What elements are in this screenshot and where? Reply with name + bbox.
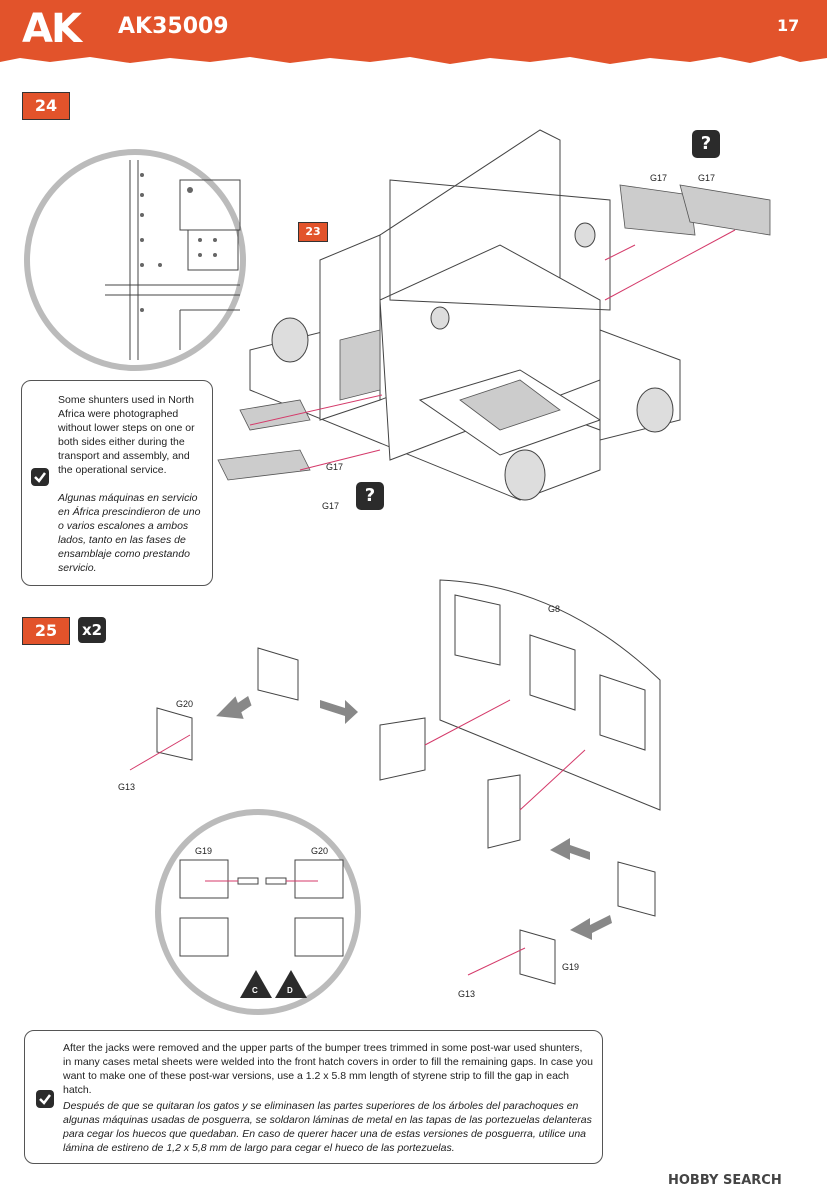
watermark: HOBBY SEARCH bbox=[668, 1173, 782, 1188]
page-number: 17 bbox=[777, 16, 800, 35]
part-label-g8: G8 bbox=[548, 604, 561, 614]
bottom-note-es: Después de que se quitaran los gatos y s… bbox=[63, 1100, 592, 1154]
part-label-g13: G13 bbox=[118, 782, 136, 792]
question-icon: ? bbox=[700, 133, 712, 154]
part-label-g13: G13 bbox=[458, 989, 476, 999]
part-label: G17 bbox=[698, 173, 716, 183]
product-code: AK35009 bbox=[118, 14, 229, 39]
triangle-c-icon bbox=[240, 970, 272, 998]
checkmark-icon bbox=[31, 468, 49, 486]
part-label-g20: G20 bbox=[176, 699, 194, 709]
part-label: G17 bbox=[326, 462, 344, 472]
brand-logo: AK bbox=[22, 6, 82, 52]
bottom-note: After the jacks were removed and the upp… bbox=[24, 1030, 603, 1164]
question-icon bbox=[356, 482, 384, 510]
checkmark-icon bbox=[36, 1090, 54, 1108]
part-label-g19: G19 bbox=[562, 962, 580, 972]
step-25-badge: 25 bbox=[22, 617, 70, 645]
triangle-d-label: D bbox=[287, 986, 293, 995]
detail-label-g20: G20 bbox=[311, 846, 329, 856]
step-24-note: Some shunters used in North Africa were … bbox=[21, 380, 213, 586]
note-text-es: Algunas máquinas en servicio en África p… bbox=[58, 492, 201, 574]
ref-step-badge: 23 bbox=[298, 222, 328, 242]
bottom-note-en: After the jacks were removed and the upp… bbox=[63, 1042, 593, 1096]
question-icon bbox=[692, 130, 720, 158]
note-text-en: Some shunters used in North Africa were … bbox=[58, 394, 195, 476]
triangle-d-icon bbox=[275, 970, 307, 998]
header-banner bbox=[0, 0, 827, 64]
part-label: G17 bbox=[650, 173, 668, 183]
detail-label-g19: G19 bbox=[195, 846, 213, 856]
question-icon: ? bbox=[364, 485, 376, 506]
triangle-c-label: C bbox=[252, 986, 258, 995]
question-icon: ? bbox=[218, 974, 230, 995]
part-label: G17 bbox=[322, 501, 340, 511]
step-24-badge: 24 bbox=[22, 92, 70, 120]
multiplier-badge: x2 bbox=[78, 617, 106, 643]
